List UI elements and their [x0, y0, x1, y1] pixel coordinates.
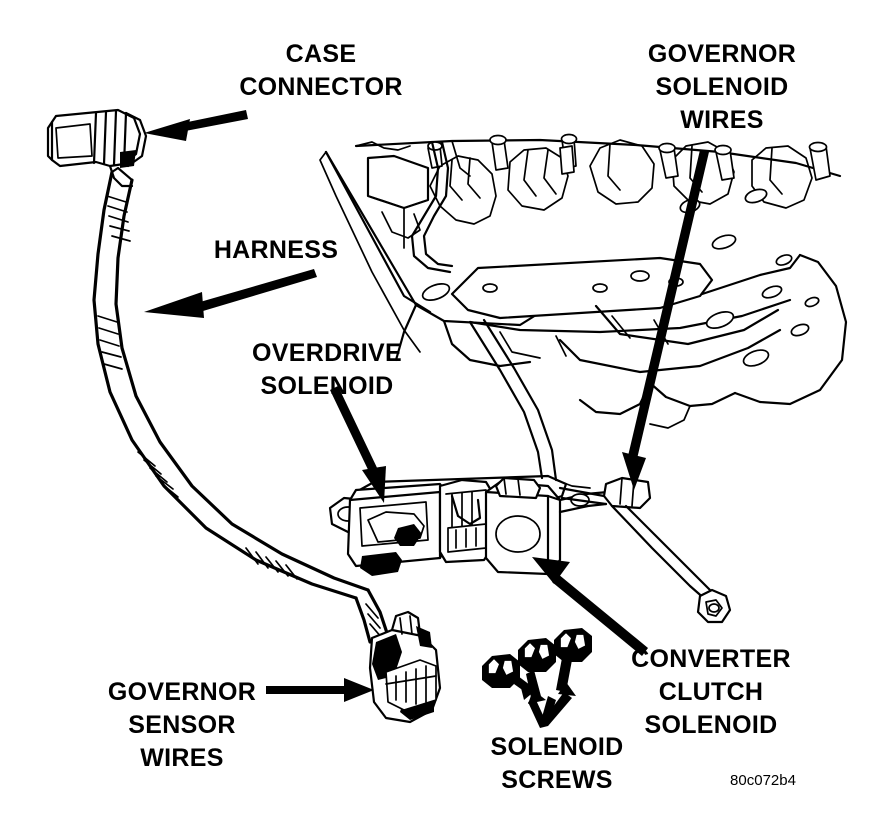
label-converter-clutch-solenoid-line2: CLUTCH: [659, 678, 764, 706]
label-governor-solenoid-wires-line2: SOLENOID: [656, 73, 789, 101]
label-overdrive-solenoid: OVERDRIVE SOLENOID: [252, 339, 402, 400]
label-solenoid-screws: SOLENOID SCREWS: [491, 733, 624, 794]
leader-overdrive-solenoid: [330, 386, 386, 503]
label-harness: HARNESS: [214, 236, 338, 264]
label-case-connector: CASE CONNECTOR: [239, 40, 402, 101]
label-overdrive-solenoid-line1: OVERDRIVE: [252, 339, 402, 367]
label-governor-sensor-wires-line2: SENSOR: [128, 711, 235, 739]
governor-solenoid-connector: [558, 476, 732, 624]
label-case-connector-line2: CONNECTOR: [239, 73, 402, 101]
label-governor-sensor-wires: GOVERNOR SENSOR WIRES: [108, 678, 256, 772]
callout-leader-arrows: [144, 110, 709, 702]
label-converter-clutch-solenoid: CONVERTER CLUTCH SOLENOID: [631, 645, 791, 739]
figure-id-code: 80c072b4: [730, 772, 796, 789]
solenoid-assembly: [328, 474, 610, 576]
label-harness-line1: HARNESS: [214, 236, 338, 264]
screw-3: [554, 628, 592, 692]
leader-governor-solenoid-wires: [622, 150, 709, 490]
label-governor-sensor-wires-line3: WIRES: [140, 744, 223, 772]
leader-governor-sensor-wires: [266, 678, 374, 702]
label-case-connector-line1: CASE: [286, 40, 357, 68]
solenoid-feed-wires: [468, 318, 591, 489]
governor-sensor-connector: [368, 610, 442, 724]
label-governor-solenoid-wires-line3: WIRES: [680, 106, 763, 134]
label-governor-solenoid-wires-line1: GOVERNOR: [648, 40, 796, 68]
harness-texture-marks: [97, 195, 298, 580]
leader-case-connector: [144, 110, 248, 141]
valve-body-retainer-bolts: [427, 133, 831, 181]
label-solenoid-screws-line1: SOLENOID: [491, 733, 624, 761]
leader-converter-clutch-solenoid: [532, 557, 648, 656]
solenoid-mounting-screws: [482, 628, 592, 728]
label-converter-clutch-solenoid-line1: CONVERTER: [631, 645, 791, 673]
leader-harness: [144, 269, 317, 318]
case-connector-plug: [46, 108, 148, 188]
label-overdrive-solenoid-line2: SOLENOID: [261, 372, 394, 400]
valve-body-detail-springs: [429, 139, 813, 225]
label-solenoid-screws-line2: SCREWS: [501, 766, 613, 794]
callout-labels: CASE CONNECTOR GOVERNOR SOLENOID WIRES H…: [108, 40, 796, 794]
transmission-valve-body: [319, 133, 848, 429]
label-converter-clutch-solenoid-line3: SOLENOID: [645, 711, 778, 739]
label-governor-sensor-wires-line1: GOVERNOR: [108, 678, 256, 706]
wiring-harness-cable: [92, 166, 390, 644]
label-governor-solenoid-wires: GOVERNOR SOLENOID WIRES: [648, 40, 796, 134]
